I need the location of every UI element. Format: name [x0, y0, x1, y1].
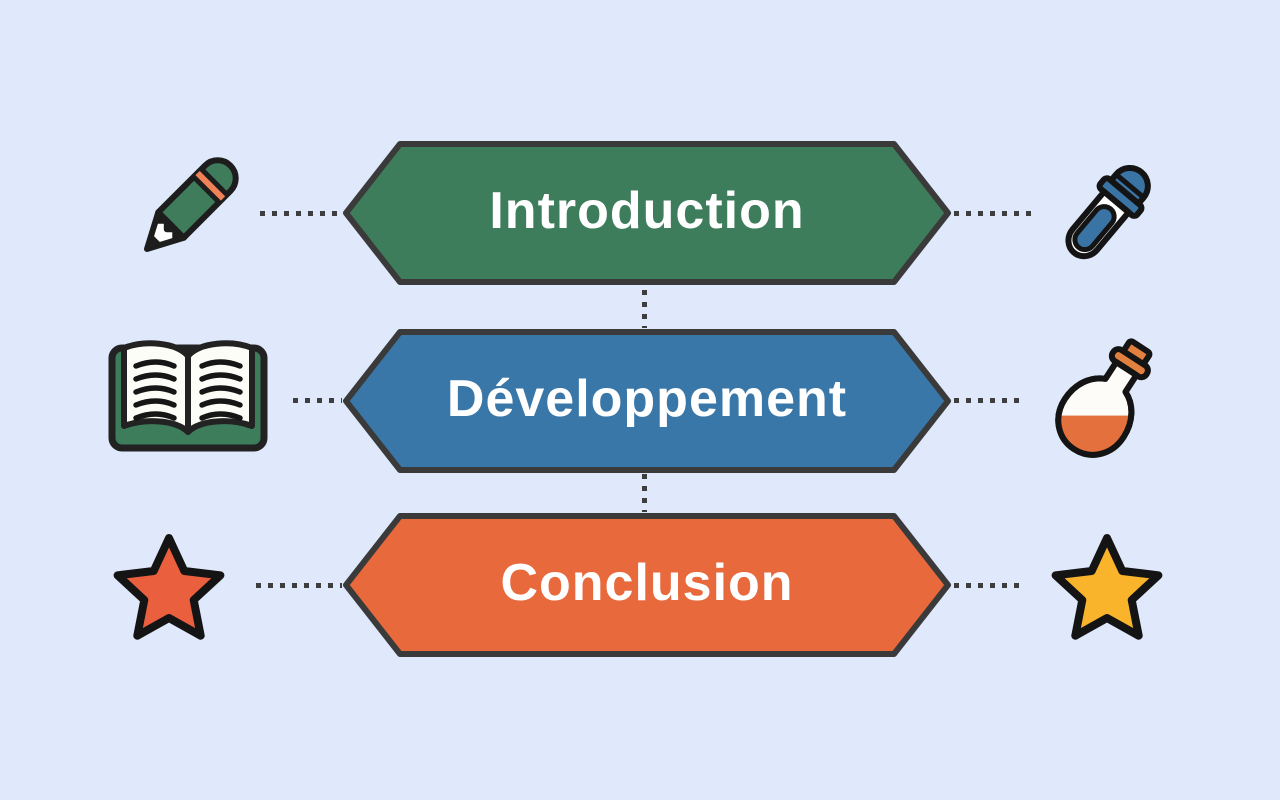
step-banner-conclusion: Conclusion	[342, 512, 952, 658]
dotted-connector-right-1	[954, 211, 1038, 216]
dotted-connector-right-3	[954, 583, 1026, 588]
dotted-connector-vertical-2	[642, 474, 647, 512]
dotted-connector-right-2	[954, 398, 1026, 403]
book-text-lines	[133, 359, 243, 421]
open-book-icon	[108, 340, 268, 452]
step-banner-introduction: Introduction	[342, 140, 952, 286]
dotted-connector-vertical-1	[642, 290, 647, 328]
dotted-connector-left-1	[260, 211, 342, 216]
pencil-icon	[143, 157, 239, 253]
hexagon-shape	[343, 329, 951, 473]
potion-bottle-icon	[1044, 338, 1156, 469]
dotted-connector-left-3	[256, 583, 342, 588]
dotted-connector-left-2	[293, 398, 342, 403]
step-label: Conclusion	[500, 554, 794, 612]
red-star-icon	[113, 534, 225, 640]
step-label: Introduction	[489, 182, 805, 240]
step-label: Développement	[446, 370, 848, 428]
marker-icon	[1065, 165, 1151, 260]
hexagon-shape	[343, 141, 951, 285]
step-banner-development: Développement	[342, 328, 952, 474]
hexagon-shape	[343, 513, 951, 657]
yellow-star-icon	[1051, 534, 1163, 640]
